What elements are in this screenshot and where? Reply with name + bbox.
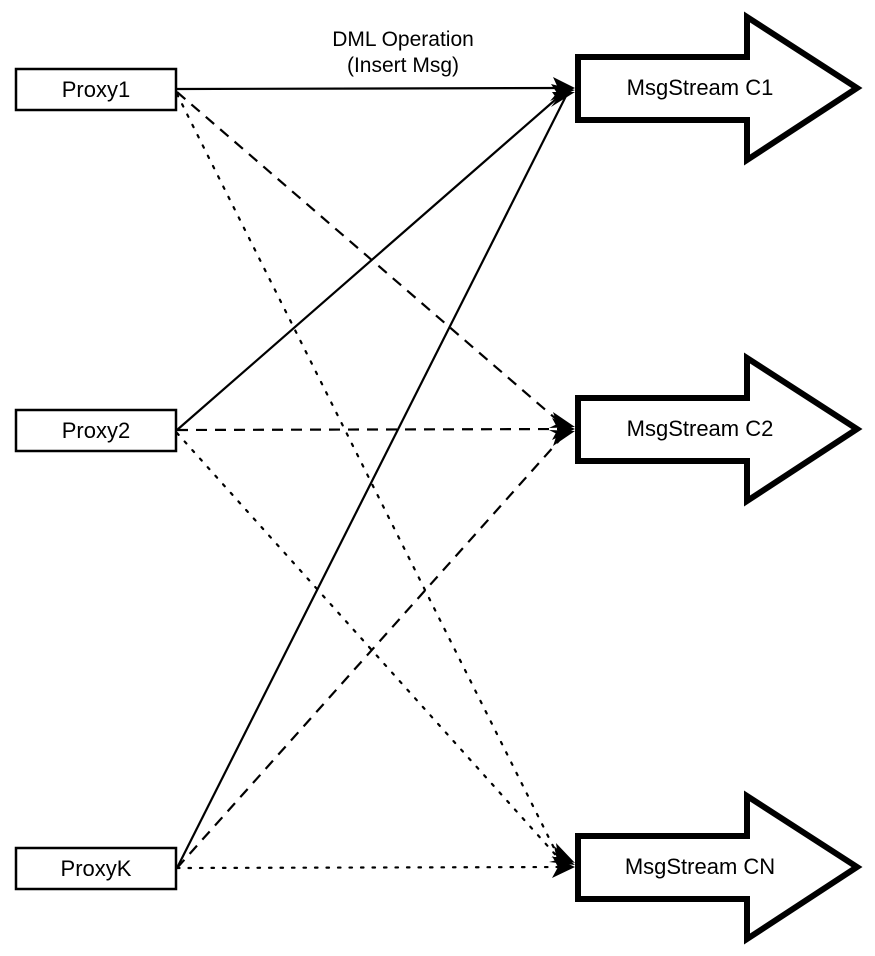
msgstream-c1-label: MsgStream C1 <box>627 75 774 100</box>
edge-layer <box>175 86 568 870</box>
msgstream-nodes: MsgStream C1 MsgStream C2 MsgStream CN <box>575 11 863 945</box>
proxy1-label: Proxy1 <box>62 77 130 102</box>
edge-proxy1-to-cn <box>175 92 564 866</box>
node-proxyk[interactable]: ProxyK <box>14 846 178 891</box>
proxy2-box[interactable] <box>14 408 178 453</box>
edge-proxy2-to-c1 <box>176 92 564 431</box>
dml-operation-line2: (Insert Msg) <box>347 54 459 77</box>
proxy2-label: Proxy2 <box>62 418 130 443</box>
arrowhead-into-c2-c <box>549 430 575 446</box>
node-msgstream-c1[interactable]: MsgStream C1 <box>575 11 863 166</box>
edge-proxy2-to-c2 <box>176 427 567 432</box>
node-msgstream-c2[interactable]: MsgStream C2 <box>575 352 863 507</box>
dml-operation-line1: DML Operation <box>332 28 474 51</box>
proxy-nodes: Proxy1 Proxy2 ProxyK <box>14 67 178 891</box>
edge-proxy2-to-cn <box>175 431 564 864</box>
msgstream-c2-label: MsgStream C2 <box>627 416 774 441</box>
edge-proxy1-to-c1 <box>176 86 567 91</box>
node-proxy1[interactable]: Proxy1 <box>14 67 178 112</box>
msgstream-cn-shape[interactable] <box>575 790 863 945</box>
arrowhead-layer <box>549 77 575 878</box>
edge-proxyk-to-c2 <box>176 434 565 869</box>
arrowhead-into-c1-c <box>551 92 575 107</box>
edge-proxyk-to-c1 <box>176 95 567 869</box>
msgstream-c2-shape[interactable] <box>575 352 863 507</box>
edge-label-dml-operation: DML Operation (Insert Msg) <box>332 28 474 77</box>
edge-proxy1-to-c2 <box>176 91 564 426</box>
edge-proxyk-to-cn <box>175 865 568 870</box>
proxyk-label: ProxyK <box>61 856 132 881</box>
node-msgstream-cn[interactable]: MsgStream CN <box>575 790 863 945</box>
msgstream-cn-label: MsgStream CN <box>625 854 775 879</box>
proxy1-box[interactable] <box>14 67 178 112</box>
proxyk-box[interactable] <box>14 846 178 891</box>
arrowhead-into-cn-c <box>551 843 575 863</box>
node-proxy2[interactable]: Proxy2 <box>14 408 178 453</box>
arrowhead-into-c2-b <box>549 412 575 428</box>
msgstream-c1-shape[interactable] <box>575 11 863 166</box>
